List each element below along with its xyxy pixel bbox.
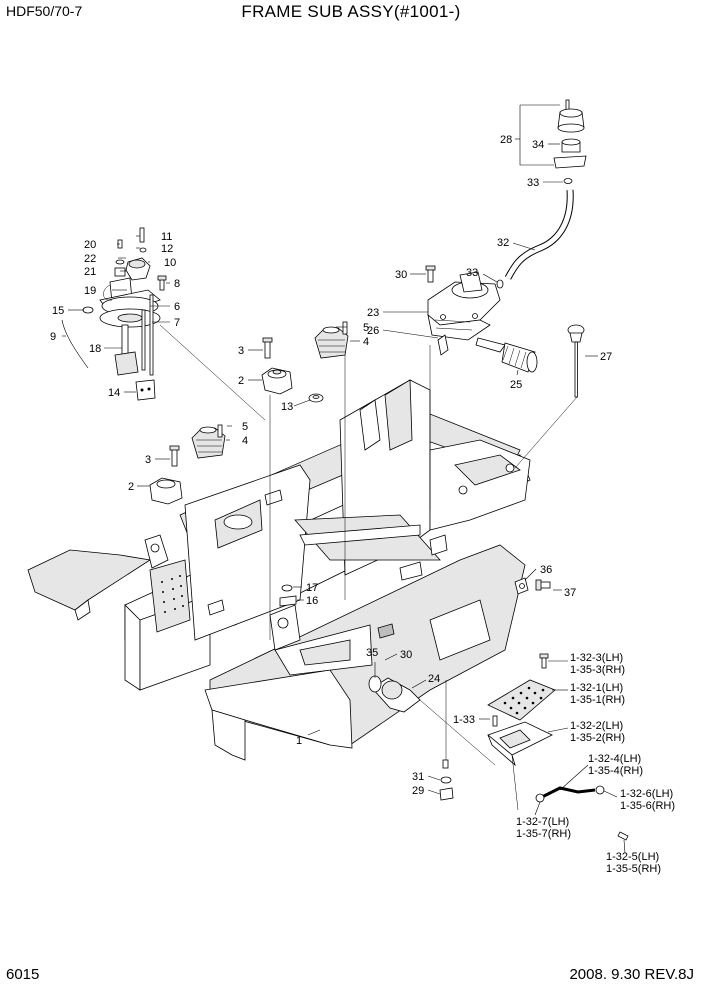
rubber-mount-rear (314, 321, 349, 359)
callout-1-32-5: 1-32-5(LH) (606, 851, 659, 863)
callout-1-32-3: 1-32-3(LH) (570, 652, 623, 664)
washer-13 (308, 393, 324, 403)
engine-mount-rear-left (261, 337, 293, 395)
callout-3b: 3 (145, 454, 151, 466)
callout-3a: 3 (238, 345, 244, 357)
callout-28: 28 (500, 134, 512, 146)
callout-36: 36 (540, 564, 552, 576)
callout-5a: 5 (363, 322, 369, 334)
callout-1-35-5: 1-35-5(RH) (606, 863, 661, 875)
callout-31: 31 (412, 771, 424, 783)
callout-30b: 30 (400, 649, 412, 661)
callout-21: 21 (84, 266, 96, 278)
callout-11: 11 (161, 231, 172, 243)
callout-33a: 33 (527, 177, 539, 189)
callout-1-32-4: 1-32-4(LH) (588, 753, 641, 765)
callout-1-35-6: 1-35-6(RH) (620, 800, 675, 812)
callout-15: 15 (52, 305, 64, 317)
air-cleaner-assy (425, 99, 587, 398)
callout-4b: 4 (242, 435, 248, 447)
callout-12: 12 (161, 243, 173, 255)
callout-17: 17 (306, 582, 318, 594)
callout-34: 34 (532, 139, 544, 151)
callout-14: 14 (108, 387, 120, 399)
callout-2b: 2 (128, 481, 134, 493)
page-title: FRAME SUB ASSY(#1001-) (241, 2, 461, 21)
model-code: HDF50/70-7 (6, 3, 83, 19)
callout-33b: 33 (466, 267, 478, 279)
frame-body (27, 379, 531, 761)
callout-8: 8 (174, 278, 180, 290)
callout-29: 29 (412, 785, 424, 797)
callout-2a: 2 (238, 375, 244, 387)
step-plate-assy (487, 653, 629, 841)
washer-16-17 (279, 584, 297, 607)
callout-13: 13 (281, 401, 293, 413)
callout-1-35-3: 1-35-3(RH) (570, 664, 625, 676)
callout-1-35-7: 1-35-7(RH) (516, 828, 571, 840)
callout-6: 6 (174, 301, 180, 313)
callout-35: 35 (366, 647, 378, 659)
callout-1-35-2: 1-35-2(RH) (570, 732, 625, 744)
callout-1-32-7: 1-32-7(LH) (516, 816, 569, 828)
callout-22: 22 (84, 253, 96, 265)
callout-4a: 4 (363, 336, 369, 348)
fuel-sender-assy (61, 227, 167, 401)
callout-16: 16 (306, 595, 318, 607)
callout-10: 10 (164, 257, 176, 269)
callout-23: 23 (367, 307, 379, 319)
callout-1-32-2: 1-32-2(LH) (570, 720, 623, 732)
callout-37: 37 (564, 587, 576, 599)
callout-1-35-4: 1-35-4(RH) (588, 765, 643, 777)
callout-18: 18 (89, 343, 101, 355)
callout-24: 24 (428, 673, 440, 685)
callout-7: 7 (174, 317, 180, 329)
page-number: 6015 (6, 966, 40, 983)
callout-labels: 1 2 2 3 3 4 4 5 5 6 7 8 9 10 11 12 13 14… (50, 134, 675, 875)
frame-bolts (439, 577, 551, 801)
callout-32: 32 (497, 237, 509, 249)
callout-27: 27 (600, 351, 612, 363)
callout-5b: 5 (242, 421, 248, 433)
rubber-mount-front (191, 424, 226, 459)
callout-1-35-1: 1-35-1(RH) (570, 694, 625, 706)
callout-25: 25 (510, 379, 522, 391)
callout-19: 19 (84, 285, 96, 297)
callout-1-32-6: 1-32-6(LH) (620, 788, 673, 800)
callout-9: 9 (50, 331, 56, 343)
callout-30a: 30 (395, 269, 407, 281)
leader-lines (62, 104, 626, 854)
callout-20: 20 (84, 239, 96, 251)
date-revision: 2008. 9.30 REV.8J (569, 966, 694, 983)
callout-1-33: 1-33 (453, 714, 475, 726)
callout-1: 1 (296, 735, 302, 747)
callout-26: 26 (367, 325, 379, 337)
engine-mount-front-left (149, 445, 183, 505)
callout-1-32-1: 1-32-1(LH) (570, 682, 623, 694)
